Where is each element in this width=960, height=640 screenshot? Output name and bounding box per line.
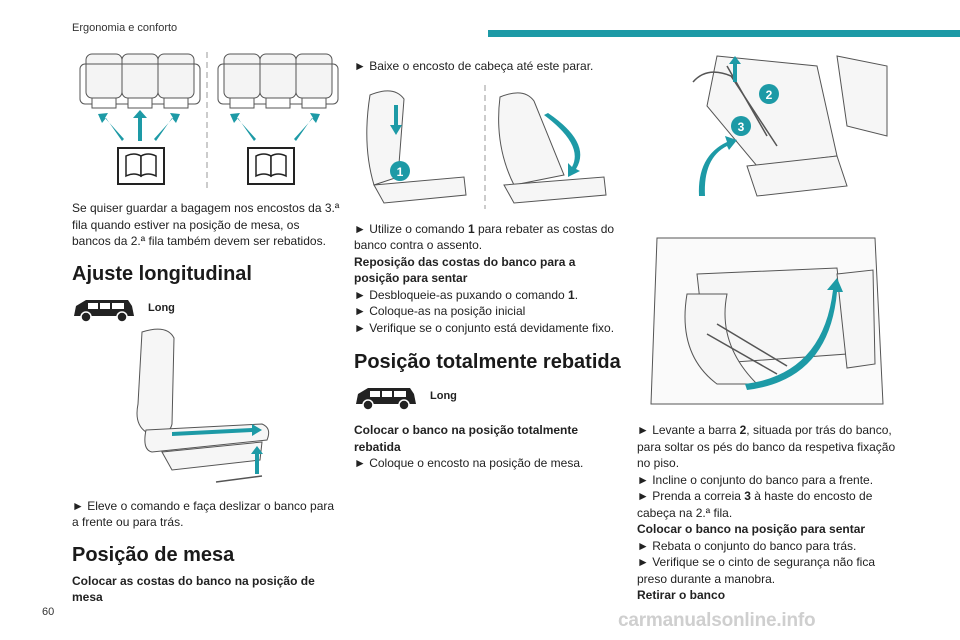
- column-middle: ► Baixe o encosto de cabeça até este par…: [354, 46, 622, 472]
- van-label: Long: [148, 301, 175, 314]
- paragraph-headrest: ► Baixe o encosto de cabeça até este par…: [354, 59, 594, 73]
- subheading-rebatida: Colocar o banco na posição totalmente re…: [354, 423, 579, 454]
- paragraph-intro: Se quiser guardar a bagagem nos encostos…: [72, 201, 340, 248]
- van-icon: [356, 388, 416, 411]
- text-fragment: para rebater as costas do banco contra o…: [354, 221, 615, 253]
- paragraph-mesa: ► Coloque o encosto na posição de mesa.: [354, 456, 584, 470]
- van-label: Long: [430, 390, 457, 402]
- paragraph-unlock: ► Desbloqueie-as puxando o comando 1.: [354, 287, 622, 304]
- paragraph-bar: ► Levante a barra 2, situada por trás do…: [637, 422, 907, 472]
- van-badge: Long: [72, 296, 340, 324]
- paragraph-control: ► Utilize o comando 1 para rebater as co…: [354, 221, 622, 254]
- figure-seat-backs-manual: [72, 46, 340, 188]
- callout-badge-3: 3: [731, 116, 751, 136]
- paragraph-belt: ► Verifique se o cinto de segurança não …: [637, 555, 876, 586]
- text-fragment: ► Levante a barra: [637, 423, 740, 437]
- figure-seat-strap: [637, 234, 895, 410]
- callout-number: 2: [766, 88, 773, 102]
- control-number: 2: [739, 423, 747, 437]
- figure-seat-fold: 1: [354, 84, 616, 209]
- subheading-reset: Reposição das costas do banco para a pos…: [354, 254, 576, 286]
- manual-book-icon: [117, 147, 165, 185]
- manual-book-icon: [247, 147, 295, 185]
- text-fragment: ► Utilize o comando: [354, 221, 468, 236]
- callout-number: 1: [397, 165, 404, 179]
- callout-number: 3: [738, 120, 745, 134]
- control-number: 1: [568, 287, 575, 302]
- text-fragment: .: [574, 287, 579, 302]
- header-accent-bar: [488, 30, 960, 37]
- text-fragment: à haste do encosto de cabeça na 2.ª fila…: [637, 489, 873, 520]
- paragraph-slide: ► Eleve o comando e faça deslizar o banc…: [72, 498, 335, 530]
- running-header: Ergonomia e conforto: [72, 22, 178, 34]
- paragraph-fold-back: ► Rebata o conjunto do banco para trás.: [637, 538, 857, 553]
- heading-mesa: Posição de mesa: [72, 543, 235, 566]
- watermark: carmanualsonline.info: [618, 610, 816, 631]
- control-number: 1: [467, 221, 475, 236]
- figure-seat-tilt: 2 3: [637, 46, 895, 218]
- paragraph-check: ► Verifique se o conjunto está devidamen…: [354, 320, 615, 335]
- heading-rebatida: Posição totalmente rebatida: [354, 351, 621, 373]
- text-fragment: , situada por trás do banco, para soltar…: [637, 423, 896, 470]
- text-fragment: ► Prenda a correia: [637, 489, 745, 503]
- column-right: 2 3 ► Levante a barra 2, situada por trá…: [637, 46, 907, 604]
- column-left: Se quiser guardar a bagagem nos encostos…: [72, 46, 340, 606]
- text-fragment: ► Desbloqueie-as puxando o comando: [354, 287, 569, 302]
- callout-badge-1: 1: [390, 160, 410, 181]
- figure-seat-slide: [112, 323, 282, 494]
- subheading-sit: Colocar o banco na posição para sentar: [637, 522, 866, 536]
- van-badge: Long: [354, 384, 622, 412]
- seat-row-illustration-left: [79, 53, 201, 109]
- callout-badge-2: 2: [759, 84, 779, 104]
- paragraph-strap: ► Prenda a correia 3 à haste do encosto …: [637, 488, 907, 521]
- van-icon: [74, 299, 134, 323]
- page-number: 60: [42, 606, 55, 618]
- control-number: 3: [744, 489, 751, 503]
- subheading-mesa: Colocar as costas do banco na posição de…: [72, 573, 315, 605]
- paragraph-initial: ► Coloque-as na posição inicial: [354, 304, 526, 318]
- heading-longitudinal: Ajuste longitudinal: [72, 262, 252, 285]
- paragraph-incline: ► Incline o conjunto do banco para a fre…: [637, 472, 874, 487]
- subheading-remove: Retirar o banco: [637, 588, 726, 602]
- seat-row-illustration-right: [217, 53, 339, 109]
- teal-arrows: [98, 110, 320, 141]
